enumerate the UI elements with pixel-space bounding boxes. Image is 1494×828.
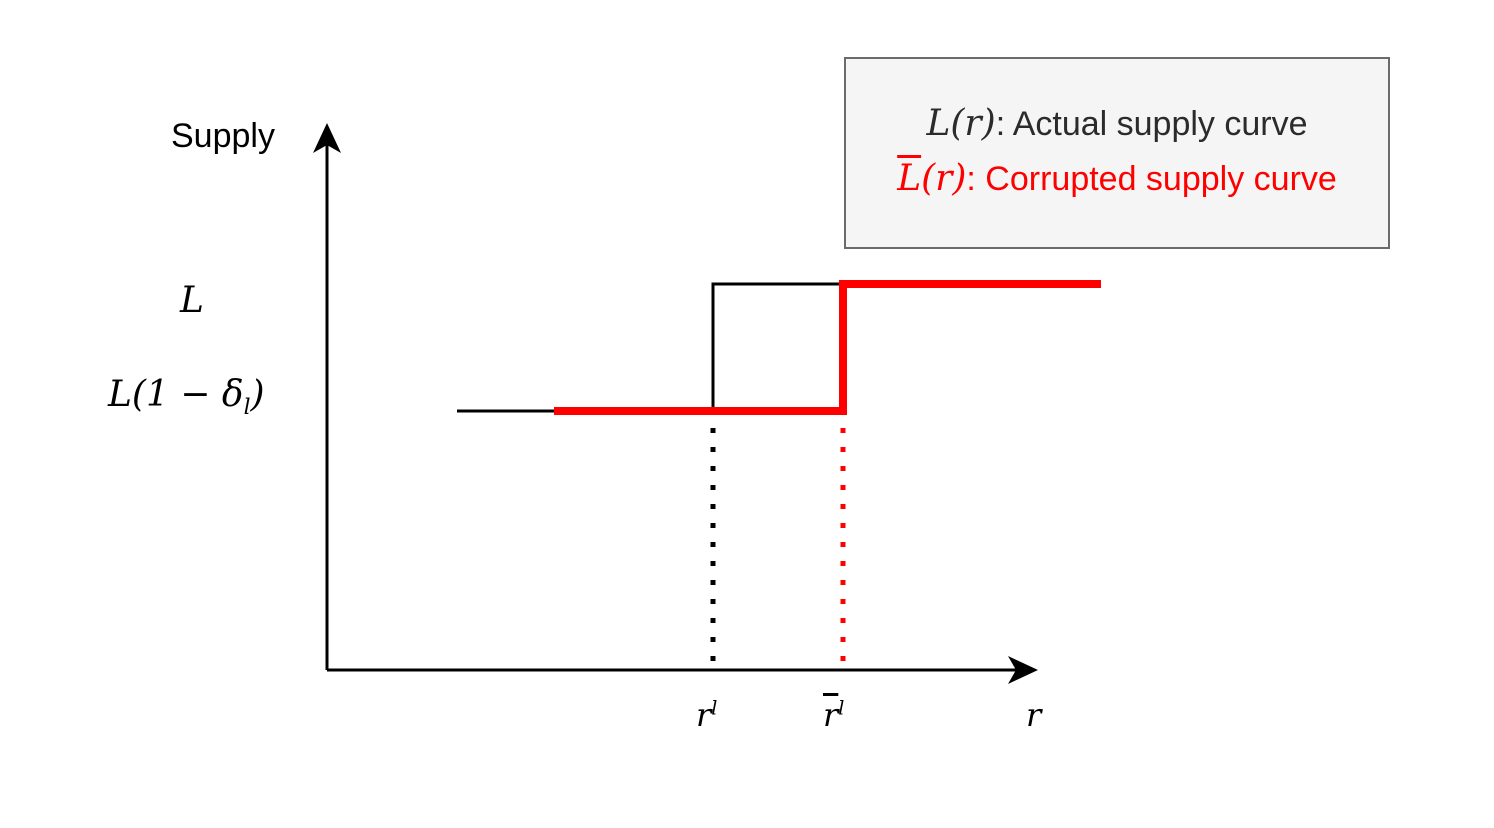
legend-actual-text: : Actual supply curve: [995, 105, 1308, 143]
legend-box: L(r): Actual supply curve L(r): Corrupte…: [844, 57, 1390, 249]
y-tick-L: L: [180, 280, 204, 321]
x-tick-r-l: rl: [696, 696, 717, 734]
legend-corrupted-entry: L(r): Corrupted supply curve: [846, 158, 1388, 199]
x-tick-rbar-l-base: r: [823, 696, 839, 734]
legend-actual-symbol: L(r): [926, 103, 996, 144]
x-axis-variable-r: r: [1026, 696, 1042, 734]
legend-corrupted-text: : Corrupted supply curve: [966, 160, 1337, 198]
y-axis-arrowhead: [313, 123, 341, 153]
corrupted-supply-curve: [554, 280, 1101, 415]
legend-corrupted-symbol: L: [897, 158, 922, 199]
y-tick-L-one-minus-delta: L(1 − δl): [108, 374, 265, 420]
x-tick-r-l-sup: l: [711, 696, 718, 720]
x-axis-arrowhead: [1008, 656, 1038, 684]
x-tick-r-l-base: r: [696, 696, 712, 734]
legend-corrupted-symbol-rest: (r): [921, 158, 967, 199]
y-tick-L-delta-sub: l: [243, 395, 251, 421]
actual-supply-curve: [457, 282, 843, 413]
y-tick-L-delta-close: ): [250, 374, 265, 415]
x-tick-rbar-l: rl: [823, 696, 844, 734]
y-tick-L-delta-main: L(1 − δ: [108, 374, 244, 415]
y-axis-label: Supply: [171, 117, 275, 155]
legend-actual-entry: L(r): Actual supply curve: [846, 103, 1388, 144]
x-tick-rbar-l-sup: l: [838, 696, 845, 720]
